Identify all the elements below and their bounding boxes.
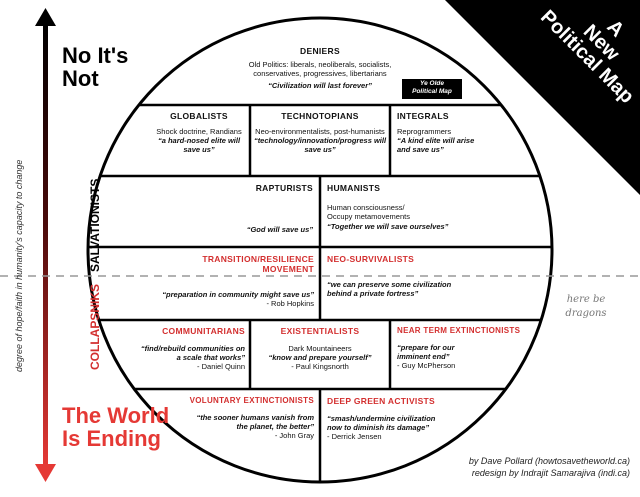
rapturists-quote: “God will save us”: [246, 225, 313, 234]
voluntary-attr: - John Gray: [274, 431, 314, 440]
corner-triangle: [445, 0, 640, 195]
credit-redesign: redesign by Indrajit Samarajiva (indi.ca…: [471, 468, 630, 479]
deniers-quote: “Civilization will last forever”: [268, 80, 372, 90]
axis-arrow-up: [35, 8, 56, 26]
technotopians-sub: Neo-environmentalists, post-humanists: [255, 127, 385, 136]
deepgreen-attr: - Derrick Jensen: [327, 432, 382, 441]
here-be-dragons-line-1: here be: [566, 294, 606, 305]
cell-humanists: Humanists Human consciousness/ Occupy me…: [327, 183, 467, 231]
cell-technotopians: Technotopians Neo-environmentalists, pos…: [253, 111, 387, 154]
axis-bottom-line-2: Is Ending: [62, 426, 161, 452]
voluntary-quote: “the sooner humans vanish from the plane…: [196, 413, 314, 431]
axis-top-line-1: No It's: [62, 43, 129, 68]
here-be-dragons: here be dragons: [556, 293, 616, 320]
deepgreen-quote: “smash/undermine civilization now to dim…: [327, 414, 436, 432]
ye-olde-box: [402, 79, 462, 99]
transition-attr: - Rob Hopkins: [266, 299, 314, 308]
ye-olde-label: Ye Olde Political Map: [402, 80, 462, 96]
transition-title: Transition/Resilience Movement: [202, 254, 314, 274]
humanists-title: Humanists: [327, 183, 381, 193]
deepgreen-title: Deep Green Activists: [327, 396, 436, 406]
existentialists-title: Existentialists: [280, 326, 360, 336]
cell-communitarians: Communitarians “find/rebuild communities…: [140, 326, 245, 371]
technotopians-title: Technotopians: [281, 111, 359, 121]
credit-author: by Dave Pollard (howtosavetheworld.ca): [468, 456, 630, 466]
existentialists-attr: - Paul Kingsnorth: [291, 362, 349, 372]
nte-attr: - Guy McPherson: [397, 361, 456, 370]
integrals-title: Integrals: [397, 111, 449, 121]
globalists-quote: “a hard-nosed elite will save us”: [157, 136, 241, 155]
humanists-sub: Human consciousness/ Occupy metamovement…: [327, 203, 410, 222]
axis-top-label: No It's Not: [62, 44, 128, 90]
axis-line: [43, 24, 48, 466]
deniers-title: Deniers: [300, 46, 340, 56]
map-grid: [88, 103, 552, 482]
neosurvivalists-title: Neo-Survivalists: [327, 254, 415, 264]
cell-nte: Near Term Extinctionists “prepare for ou…: [397, 326, 522, 370]
axis-arrow-down: [35, 464, 56, 482]
axis-top-line-2: Not: [62, 66, 99, 92]
cell-transition: Transition/Resilience Movement “preparat…: [152, 254, 314, 308]
neosurvivalists-quote: “we can preserve some civilization behin…: [327, 280, 452, 298]
communitarians-title: Communitarians: [162, 326, 245, 336]
nte-quote: “prepare for our imminent end”: [397, 343, 455, 361]
integrals-quote: “A kind elite will arise and save us”: [397, 136, 475, 155]
axis-bottom-label: The World Is Ending: [62, 404, 169, 450]
ye-olde-line-1: Ye Olde: [420, 80, 444, 87]
globalists-title: Globalists: [170, 111, 228, 121]
axis-bottom-line-1: The World: [62, 403, 170, 428]
cell-deniers: Deniers Old Politics: liberals, neoliber…: [245, 46, 395, 90]
rapturists-title: Rapturists: [255, 183, 313, 193]
group-label-collapsniks: Collapsniks: [88, 283, 102, 370]
ye-olde-line-2: Political Map: [412, 87, 452, 95]
integrals-sub: Reprogrammers: [397, 127, 452, 136]
globalists-sub: Shock doctrine, Randians: [156, 127, 242, 136]
existentialists-quote: “know and prepare yourself”: [268, 353, 372, 363]
cell-neosurvivalists: Neo-Survivalists “we can preserve some c…: [327, 254, 477, 298]
here-be-dragons-line-2: dragons: [565, 307, 607, 319]
humanists-quote: “Together we will save ourselves”: [327, 221, 449, 231]
communitarians-quote: “find/rebuild communities on a scale tha…: [140, 344, 245, 362]
technotopians-quote: “technology/innovation/progress will sav…: [253, 136, 387, 155]
voluntary-title: Voluntary Extinctionists: [189, 396, 314, 405]
cell-deepgreen: Deep Green Activists “smash/undermine ci…: [327, 396, 452, 441]
credits: by Dave Pollard (howtosavetheworld.ca) r…: [469, 455, 630, 479]
group-label-salvationists: Salvationists: [88, 178, 102, 272]
existentialists-sub: Dark Mountaineers: [288, 344, 352, 353]
cell-integrals: Integrals Reprogrammers “A kind elite wi…: [397, 111, 475, 154]
communitarians-attr: - Daniel Quinn: [197, 362, 245, 371]
cell-voluntary: Voluntary Extinctionists “the sooner hum…: [188, 396, 314, 440]
cell-rapturists: Rapturists “God will save us”: [200, 183, 313, 241]
deniers-sub: Old Politics: liberals, neoliberals, soc…: [248, 60, 392, 79]
axis-caption: degree of hope/faith in humanity's capac…: [14, 159, 24, 372]
transition-quote: “preparation in community might save us”: [162, 290, 314, 299]
cell-existentialists: Existentialists Dark Mountaineers “know …: [253, 326, 387, 371]
cell-globalists: Globalists Shock doctrine, Randians “a h…: [152, 111, 246, 154]
nte-title: Near Term Extinctionists: [397, 326, 521, 335]
